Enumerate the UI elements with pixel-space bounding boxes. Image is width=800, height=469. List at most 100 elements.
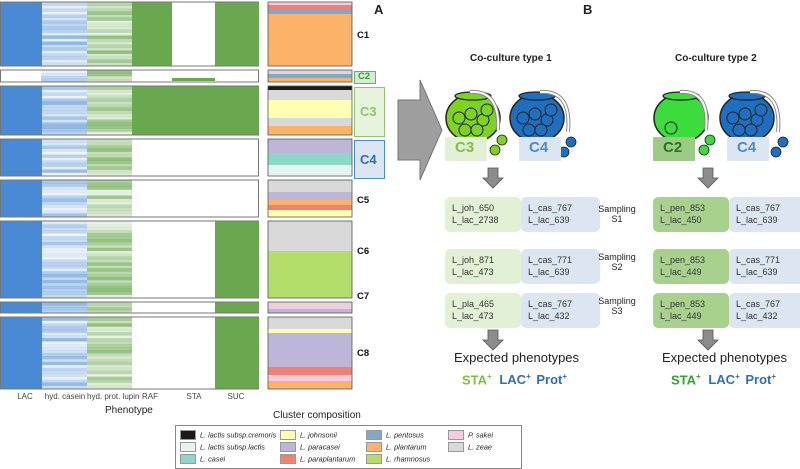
coculture2-expected-title: Expected phenotypes xyxy=(662,350,788,365)
cluster-label-c7: C7 xyxy=(357,291,370,302)
cluster-highlight-c2 xyxy=(354,71,376,84)
cluster-highlight-c4 xyxy=(354,140,385,179)
composition-bar-8 xyxy=(267,316,353,390)
heatmap-block-4 xyxy=(0,138,259,177)
composition-bar-4 xyxy=(267,138,353,177)
heatmap-block-1 xyxy=(0,1,259,67)
composition-bar-2 xyxy=(267,69,353,83)
legend-swatch xyxy=(280,442,296,453)
column-label-raf: RAF xyxy=(142,392,158,401)
legend-swatch xyxy=(180,442,196,453)
legend-label: L. pentosus xyxy=(386,430,424,440)
down-arrow-icon xyxy=(482,167,504,189)
legend-swatch xyxy=(448,442,464,453)
heatmap-block-2 xyxy=(0,69,259,83)
cell-icon xyxy=(770,146,782,158)
species-legend: L. lactis subsp.cremoris L. lactis subsp.… xyxy=(175,425,522,469)
legend-item: L. casei xyxy=(180,453,226,465)
big-arrow-icon xyxy=(397,79,443,181)
column-label-sta: STA xyxy=(186,392,202,401)
cluster-label-c4: C4 xyxy=(360,152,377,167)
legend-label: L. lactis subsp.cremoris xyxy=(200,430,277,440)
legend-item: L. pentosus xyxy=(366,429,424,441)
composition-bar-3 xyxy=(267,85,353,136)
coculture1-jar-right-label: C4 xyxy=(529,139,549,156)
column-label-hyd-prot-lupin: hyd. prot. lupin xyxy=(87,392,140,401)
phenotype-axis-title: Phenotype xyxy=(105,405,153,416)
legend-label: L. rhamnosus xyxy=(386,454,431,464)
cell-icon xyxy=(777,136,789,148)
heatmap-block-8 xyxy=(0,316,259,390)
heatmap-block-3 xyxy=(0,85,259,136)
legend-swatch xyxy=(180,454,196,465)
heatmap-block-7 xyxy=(0,301,259,314)
composition-bar-5 xyxy=(267,179,353,218)
legend-label: L. lactis subsp.lactis xyxy=(200,442,265,452)
legend-swatch xyxy=(366,442,382,453)
legend-swatch xyxy=(280,454,296,465)
cluster-label-c1: C1 xyxy=(357,30,370,41)
legend-item: L. zeae xyxy=(448,441,492,453)
composition-bar-6 xyxy=(267,220,353,299)
heatmap-grid xyxy=(0,1,259,390)
cell-icon xyxy=(489,144,501,156)
coculture2-jar-left-box xyxy=(653,137,695,161)
coculture2-jar-right-box xyxy=(727,137,769,161)
down-arrow-icon xyxy=(482,329,504,351)
cell-icon xyxy=(496,134,508,146)
legend-item: L. rhamnosus xyxy=(366,453,431,465)
cell-icon xyxy=(565,136,577,148)
cluster-composition-bars xyxy=(267,1,353,390)
legend-swatch xyxy=(366,430,382,441)
down-arrow-icon xyxy=(697,329,719,351)
coculture1-expected-title: Expected phenotypes xyxy=(454,350,580,365)
cluster-label-c8: C8 xyxy=(357,348,370,359)
legend-item: L. johnsonii xyxy=(280,429,337,441)
coculture2-title: Co-culture type 2 xyxy=(675,53,757,64)
legend-label: L. paraplantarum xyxy=(300,454,356,464)
cell-icon xyxy=(698,144,710,156)
legend-label: L. plantarum xyxy=(386,442,427,452)
coculture1-jar-left-label: C3 xyxy=(455,139,475,156)
heatmap-block-5 xyxy=(0,179,259,218)
coculture1-jar-right-box xyxy=(519,137,561,161)
legend-label: L. zeae xyxy=(468,442,492,452)
legend-item: L. lactis subsp.lactis xyxy=(180,441,265,453)
composition-bar-1 xyxy=(267,1,353,67)
coculture2-jar-right-label: C4 xyxy=(737,139,757,156)
column-label-suc: SUC xyxy=(227,392,245,401)
legend-swatch xyxy=(448,430,464,441)
cluster-label-c3: C3 xyxy=(360,104,377,119)
coculture1-title: Co-culture type 1 xyxy=(470,53,552,64)
legend-label: P. sakei xyxy=(468,430,494,440)
legend-item: P. sakei xyxy=(448,429,494,441)
legend-swatch xyxy=(280,430,296,441)
cluster-highlight-c3 xyxy=(354,87,385,137)
panel-label-a: A xyxy=(374,2,384,17)
jar-c4-icon xyxy=(719,91,775,143)
column-label-lac: LAC xyxy=(17,392,33,401)
cell-icon xyxy=(704,134,716,146)
legend-label: L. casei xyxy=(200,454,226,464)
legend-swatch xyxy=(180,430,196,441)
cluster-composition-title: Cluster composition xyxy=(273,410,361,421)
coculture2-jar-left-label: C2 xyxy=(663,139,683,156)
legend-label: L. johnsonii xyxy=(300,430,337,440)
legend-label: L. paracasei xyxy=(300,442,340,452)
down-arrow-icon xyxy=(697,167,719,189)
